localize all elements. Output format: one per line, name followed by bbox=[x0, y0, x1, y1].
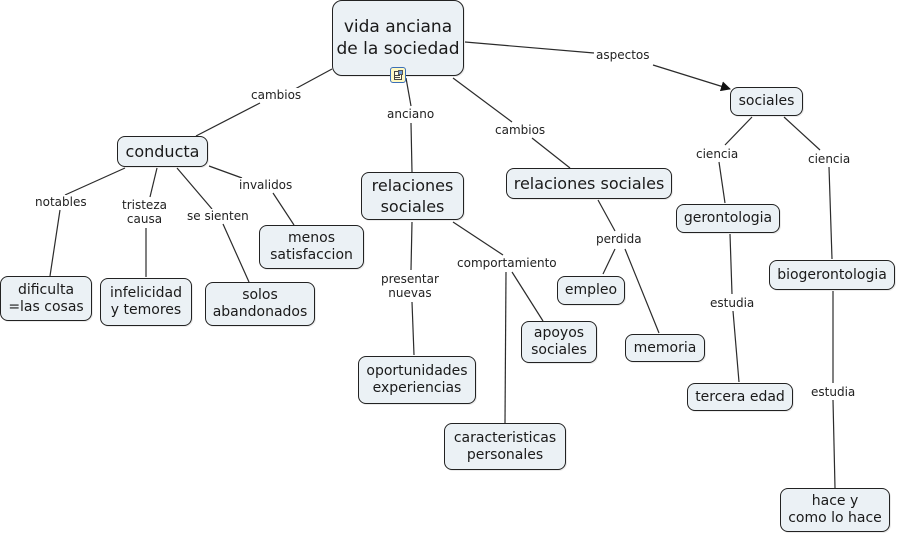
concept-dificulta[interactable]: dificulta =las cosas bbox=[0, 276, 92, 321]
concept-tercera-edad[interactable]: tercera edad bbox=[687, 383, 793, 411]
link-label-presentar-nuevas[interactable]: presentar nuevas bbox=[380, 272, 440, 300]
concept-solos-abandonados[interactable]: solos abandonados bbox=[205, 282, 315, 326]
link-line bbox=[272, 192, 295, 226]
link-line bbox=[783, 116, 821, 151]
concept-infelicidad[interactable]: infelicidad y temores bbox=[100, 278, 192, 326]
concept-menos-satisfaccion[interactable]: menos satisfaccion bbox=[259, 225, 364, 269]
link-label-tristeza-causa[interactable]: tristeza causa bbox=[121, 198, 168, 226]
link-label-anciano[interactable]: anciano bbox=[386, 107, 436, 121]
concept-relaciones-sociales-2[interactable]: relaciones sociales bbox=[506, 168, 672, 199]
link-label-aspectos[interactable]: aspectos bbox=[595, 48, 651, 62]
concept-biogerontologia[interactable]: biogerontologia bbox=[769, 260, 895, 290]
link-label-estudia[interactable]: estudia bbox=[810, 385, 857, 399]
link-line bbox=[49, 209, 61, 277]
link-line bbox=[602, 248, 616, 275]
concept-apoyos-sociales[interactable]: apoyos sociales bbox=[521, 321, 597, 363]
link-line bbox=[724, 116, 753, 146]
link-line bbox=[452, 77, 513, 123]
concept-hace-y-como-lo-hace[interactable]: hace y como lo hace bbox=[780, 488, 890, 532]
document-line bbox=[395, 77, 400, 78]
link-line bbox=[732, 310, 740, 383]
link-line bbox=[411, 301, 415, 356]
link-line bbox=[597, 199, 616, 232]
link-line bbox=[195, 102, 261, 137]
link-line bbox=[410, 122, 413, 173]
concept-gerontologia[interactable]: gerontologia bbox=[676, 204, 780, 233]
link-line bbox=[222, 223, 250, 283]
link-label-notables[interactable]: notables bbox=[34, 195, 88, 209]
link-line bbox=[64, 167, 126, 196]
link-line bbox=[511, 271, 544, 322]
link-line bbox=[208, 165, 243, 179]
link-label-perdida[interactable]: perdida bbox=[595, 232, 643, 246]
image-icon bbox=[398, 70, 403, 75]
attached-resource-icon[interactable] bbox=[390, 67, 406, 83]
concept-relaciones-sociales[interactable]: relaciones sociales bbox=[361, 172, 464, 220]
link-label-estudia[interactable]: estudia bbox=[709, 296, 756, 310]
concept-root[interactable]: vida anciana de la sociedad bbox=[332, 0, 464, 76]
concept-memoria[interactable]: memoria bbox=[625, 334, 705, 362]
link-line bbox=[464, 41, 595, 54]
link-label-se-sienten[interactable]: se sienten bbox=[186, 209, 250, 223]
link-line bbox=[832, 399, 836, 489]
link-label-ciencia[interactable]: ciencia bbox=[807, 152, 852, 166]
concept-sociales[interactable]: sociales bbox=[730, 87, 803, 116]
concept-empleo[interactable]: empleo bbox=[557, 276, 625, 305]
link-line bbox=[624, 248, 660, 334]
link-line bbox=[410, 221, 413, 271]
link-line bbox=[828, 166, 833, 260]
document-line bbox=[395, 75, 400, 76]
link-line bbox=[729, 233, 733, 295]
link-line bbox=[294, 68, 333, 90]
concept-conducta[interactable]: conducta bbox=[117, 136, 208, 167]
link-label-cambios[interactable]: cambios bbox=[250, 88, 303, 102]
link-label-invalidos[interactable]: invalidos bbox=[238, 178, 294, 192]
concept-caracteristicas[interactable]: caracteristicas personales bbox=[444, 423, 566, 470]
link-line bbox=[405, 77, 412, 107]
link-line bbox=[176, 167, 213, 210]
link-line bbox=[718, 161, 726, 204]
link-line bbox=[452, 221, 504, 256]
link-label-cambios[interactable]: cambios bbox=[494, 123, 547, 137]
link-label-ciencia[interactable]: ciencia bbox=[695, 147, 740, 161]
concept-oportunidades[interactable]: oportunidades experiencias bbox=[358, 356, 476, 404]
link-line bbox=[504, 271, 507, 424]
link-line bbox=[149, 167, 158, 198]
link-line bbox=[531, 137, 571, 169]
link-line bbox=[652, 64, 731, 92]
link-label-comportamiento[interactable]: comportamiento bbox=[456, 256, 558, 270]
